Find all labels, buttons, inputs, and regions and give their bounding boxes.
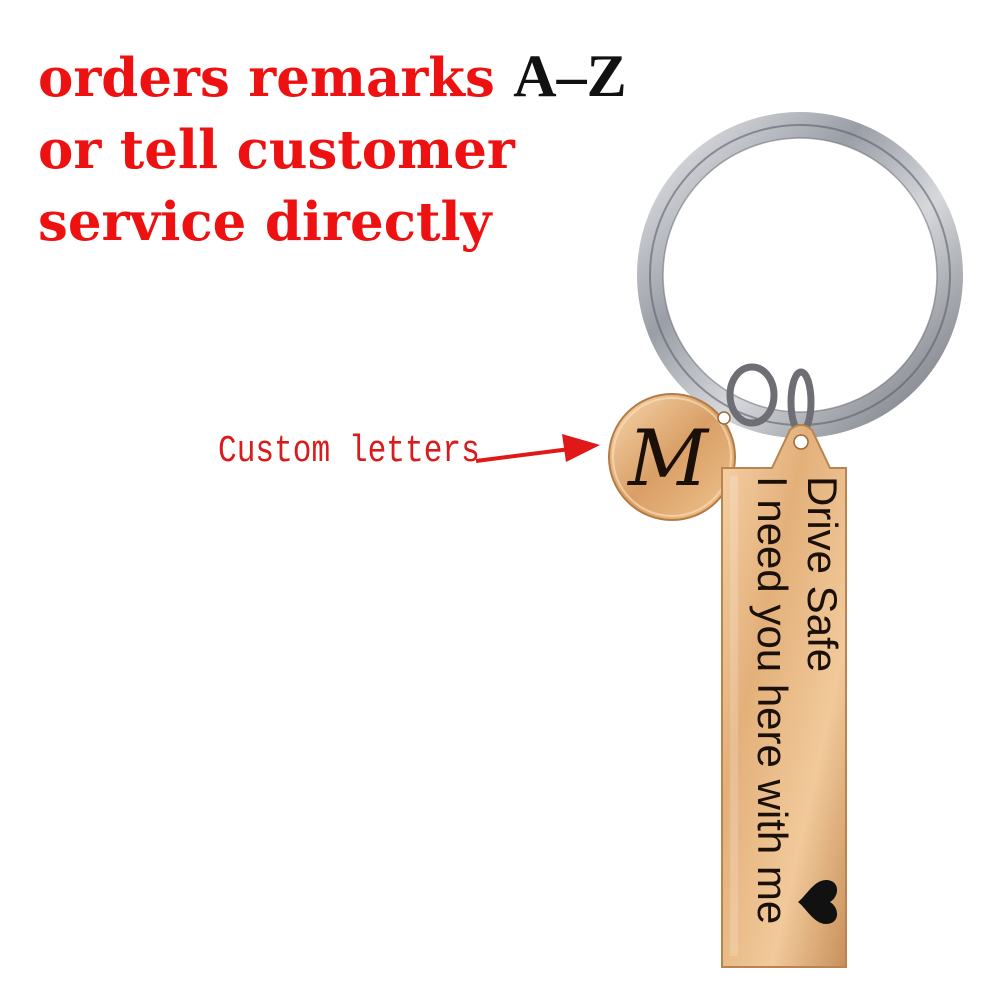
headline: orders remarks A–Z or tell customer serv… [38,40,698,258]
tag-line-2: I need you here with me [749,476,796,925]
right-arrow-icon [475,434,600,463]
custom-letters-label: Custom letters [218,430,480,473]
charm-letter: M [626,414,710,504]
heart-icon [798,880,837,924]
key-ring-icon [637,112,963,438]
tag-engraving: Drive Safe I need you here with me [722,468,847,938]
tag-line-1: Drive Safe [799,476,846,673]
headline-line-1: orders remarks A–Z [38,40,698,114]
jump-ring-left [726,363,778,427]
headline-line-3: service directly [38,191,492,253]
headline-line-1-text: orders remarks [38,47,495,109]
headline-line-2: or tell customer [38,119,515,181]
headline-az-highlight: A–Z [513,43,627,109]
engraved-tag [721,424,847,968]
letter-charm [608,393,736,521]
